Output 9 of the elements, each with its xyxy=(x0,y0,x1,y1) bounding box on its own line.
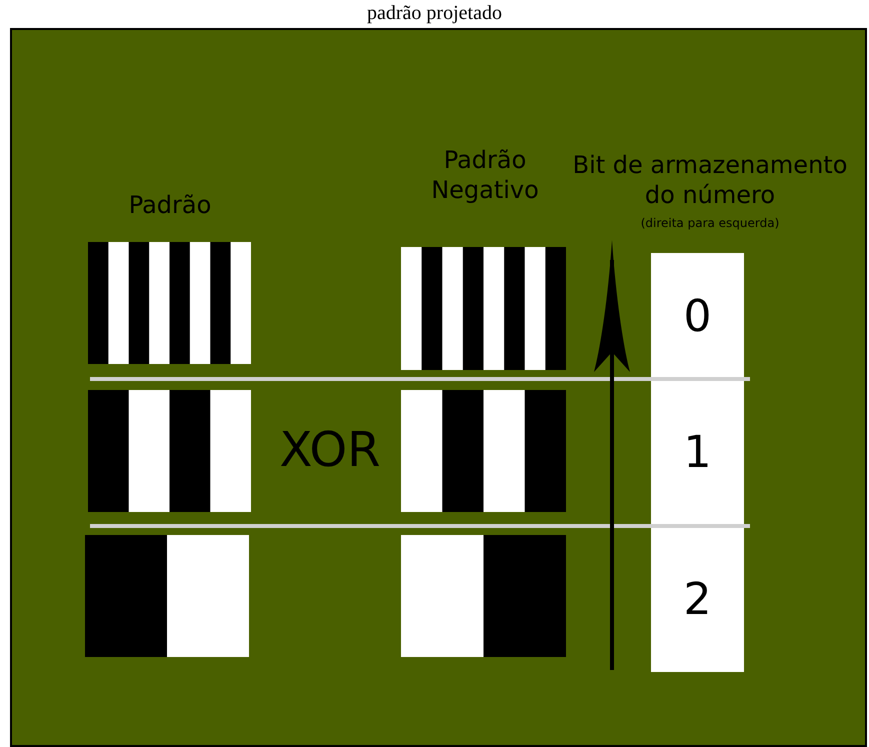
note-text: (direita para esquerda) xyxy=(640,216,780,231)
column-heading: Padrão Negativo xyxy=(430,145,540,205)
bit-slot: 0 xyxy=(651,253,744,379)
title: padrão projetado xyxy=(366,2,503,25)
operator-label: XOR xyxy=(278,421,382,480)
bit-slot: 1 xyxy=(651,379,744,526)
column-heading: Bit de armazenamento do número xyxy=(572,150,848,210)
column-heading: Padrão xyxy=(128,190,212,220)
bit-slot: 2 xyxy=(651,526,744,672)
